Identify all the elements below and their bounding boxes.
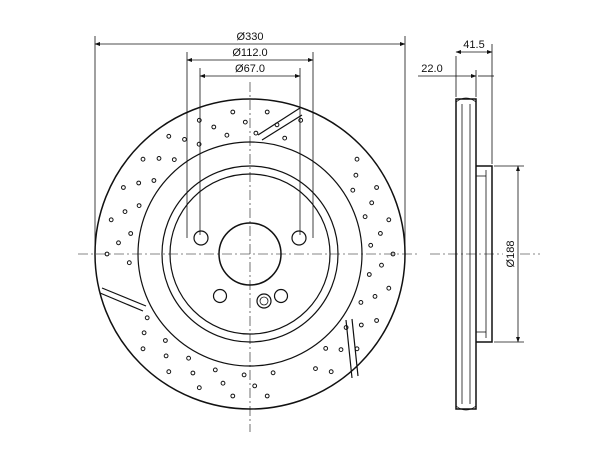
side-view: [430, 97, 540, 411]
drill-hole: [369, 200, 375, 206]
drill-hole: [372, 294, 378, 299]
drill-hole: [366, 272, 372, 277]
offset-label: 22.0: [421, 63, 442, 75]
drill-hole: [166, 133, 172, 139]
drill-hole: [343, 325, 349, 330]
bolt-hole: [212, 288, 228, 304]
bore-diameter-label: Ø67.0: [235, 63, 265, 75]
drill-hole: [196, 141, 202, 147]
friction-ring-inner-edge: [137, 141, 363, 367]
drill-hole: [166, 369, 172, 375]
drill-hole: [122, 209, 128, 215]
drill-hole: [374, 318, 380, 323]
drill-hole-pattern: [104, 109, 396, 399]
hat-inner-edge: [169, 173, 331, 335]
bolt-hole: [273, 288, 289, 304]
drill-hole: [128, 231, 134, 236]
drill-hole: [186, 355, 192, 361]
drill-hole: [140, 156, 146, 162]
drill-hole: [350, 187, 356, 193]
drill-hole: [126, 260, 132, 266]
drill-hole: [338, 347, 344, 353]
drill-hole: [196, 117, 202, 123]
pcd-diameter-label: Ø112.0: [232, 47, 267, 59]
drill-hole: [241, 372, 247, 378]
drill-hole: [264, 393, 270, 399]
pcd-diameter-dimension: Ø112.0: [186, 46, 314, 238]
drill-hole: [253, 130, 259, 136]
thickness-dimension: 41.5: [455, 39, 493, 164]
disc-cross-section: [455, 98, 477, 410]
slot: [99, 287, 147, 312]
drill-hole: [282, 135, 288, 141]
drill-hole: [374, 185, 380, 190]
drill-hole: [386, 285, 392, 291]
drill-hole: [151, 178, 157, 183]
drill-hole: [298, 117, 304, 123]
drill-hole: [390, 251, 396, 257]
bolt-hole: [291, 230, 307, 246]
drill-hole: [274, 122, 280, 128]
drill-hole: [242, 119, 248, 125]
hat-outer-edge: [161, 165, 339, 343]
outer-diameter-dimension: Ø330: [94, 30, 406, 250]
drill-hole: [136, 203, 142, 209]
offset-dimension: 22.0: [418, 63, 494, 97]
drill-hole: [230, 393, 236, 399]
drill-hole: [212, 367, 218, 373]
drill-hole: [378, 231, 383, 236]
drill-hole: [182, 137, 187, 142]
slot: [257, 107, 303, 141]
bore-diameter-dimension: Ø67.0: [199, 62, 301, 235]
drill-hole: [141, 330, 147, 336]
drill-hole: [163, 353, 169, 359]
drill-hole: [136, 180, 142, 186]
drill-hole: [264, 109, 270, 115]
drill-hole: [379, 262, 384, 268]
drill-hole: [270, 370, 276, 376]
hat-diameter-label: Ø188: [505, 241, 517, 268]
front-view: [78, 82, 420, 432]
drill-hole: [368, 242, 374, 248]
disc-outer-edge: [94, 98, 406, 410]
drill-hole: [313, 366, 318, 372]
hat-cross-section: [476, 165, 493, 343]
drill-hole: [358, 300, 364, 305]
drill-hole: [224, 132, 230, 138]
locating-hole: [256, 293, 272, 309]
drill-hole: [163, 338, 168, 343]
disc-edge-bottom: [455, 405, 477, 411]
disc-edge-top: [455, 97, 477, 103]
drill-hole: [358, 322, 364, 328]
drill-hole: [354, 346, 360, 352]
drill-hole: [196, 385, 202, 391]
center-bore: [218, 222, 282, 286]
drill-hole: [121, 185, 126, 190]
drill-hole: [190, 370, 196, 376]
drill-hole: [220, 380, 226, 386]
drill-hole: [353, 172, 359, 178]
bolt-hole: [193, 230, 209, 246]
drill-hole: [362, 214, 368, 220]
drill-hole: [144, 315, 150, 321]
locating-hole-inner: [259, 296, 269, 306]
drill-hole: [116, 240, 121, 246]
drill-hole: [171, 157, 177, 163]
drill-hole: [354, 156, 360, 162]
drill-hole: [211, 124, 217, 130]
drill-hole: [252, 383, 258, 389]
drill-hole: [140, 346, 146, 352]
drill-hole: [104, 251, 110, 257]
drill-hole: [156, 156, 162, 161]
outer-diameter-label: Ø330: [237, 31, 264, 43]
drill-hole: [230, 109, 236, 115]
drill-hole: [323, 346, 329, 351]
drill-hole: [386, 217, 392, 223]
hat-diameter-dimension: Ø188: [494, 165, 524, 343]
drill-hole: [328, 369, 334, 375]
drill-hole: [108, 217, 114, 223]
thickness-label: 41.5: [463, 39, 484, 51]
